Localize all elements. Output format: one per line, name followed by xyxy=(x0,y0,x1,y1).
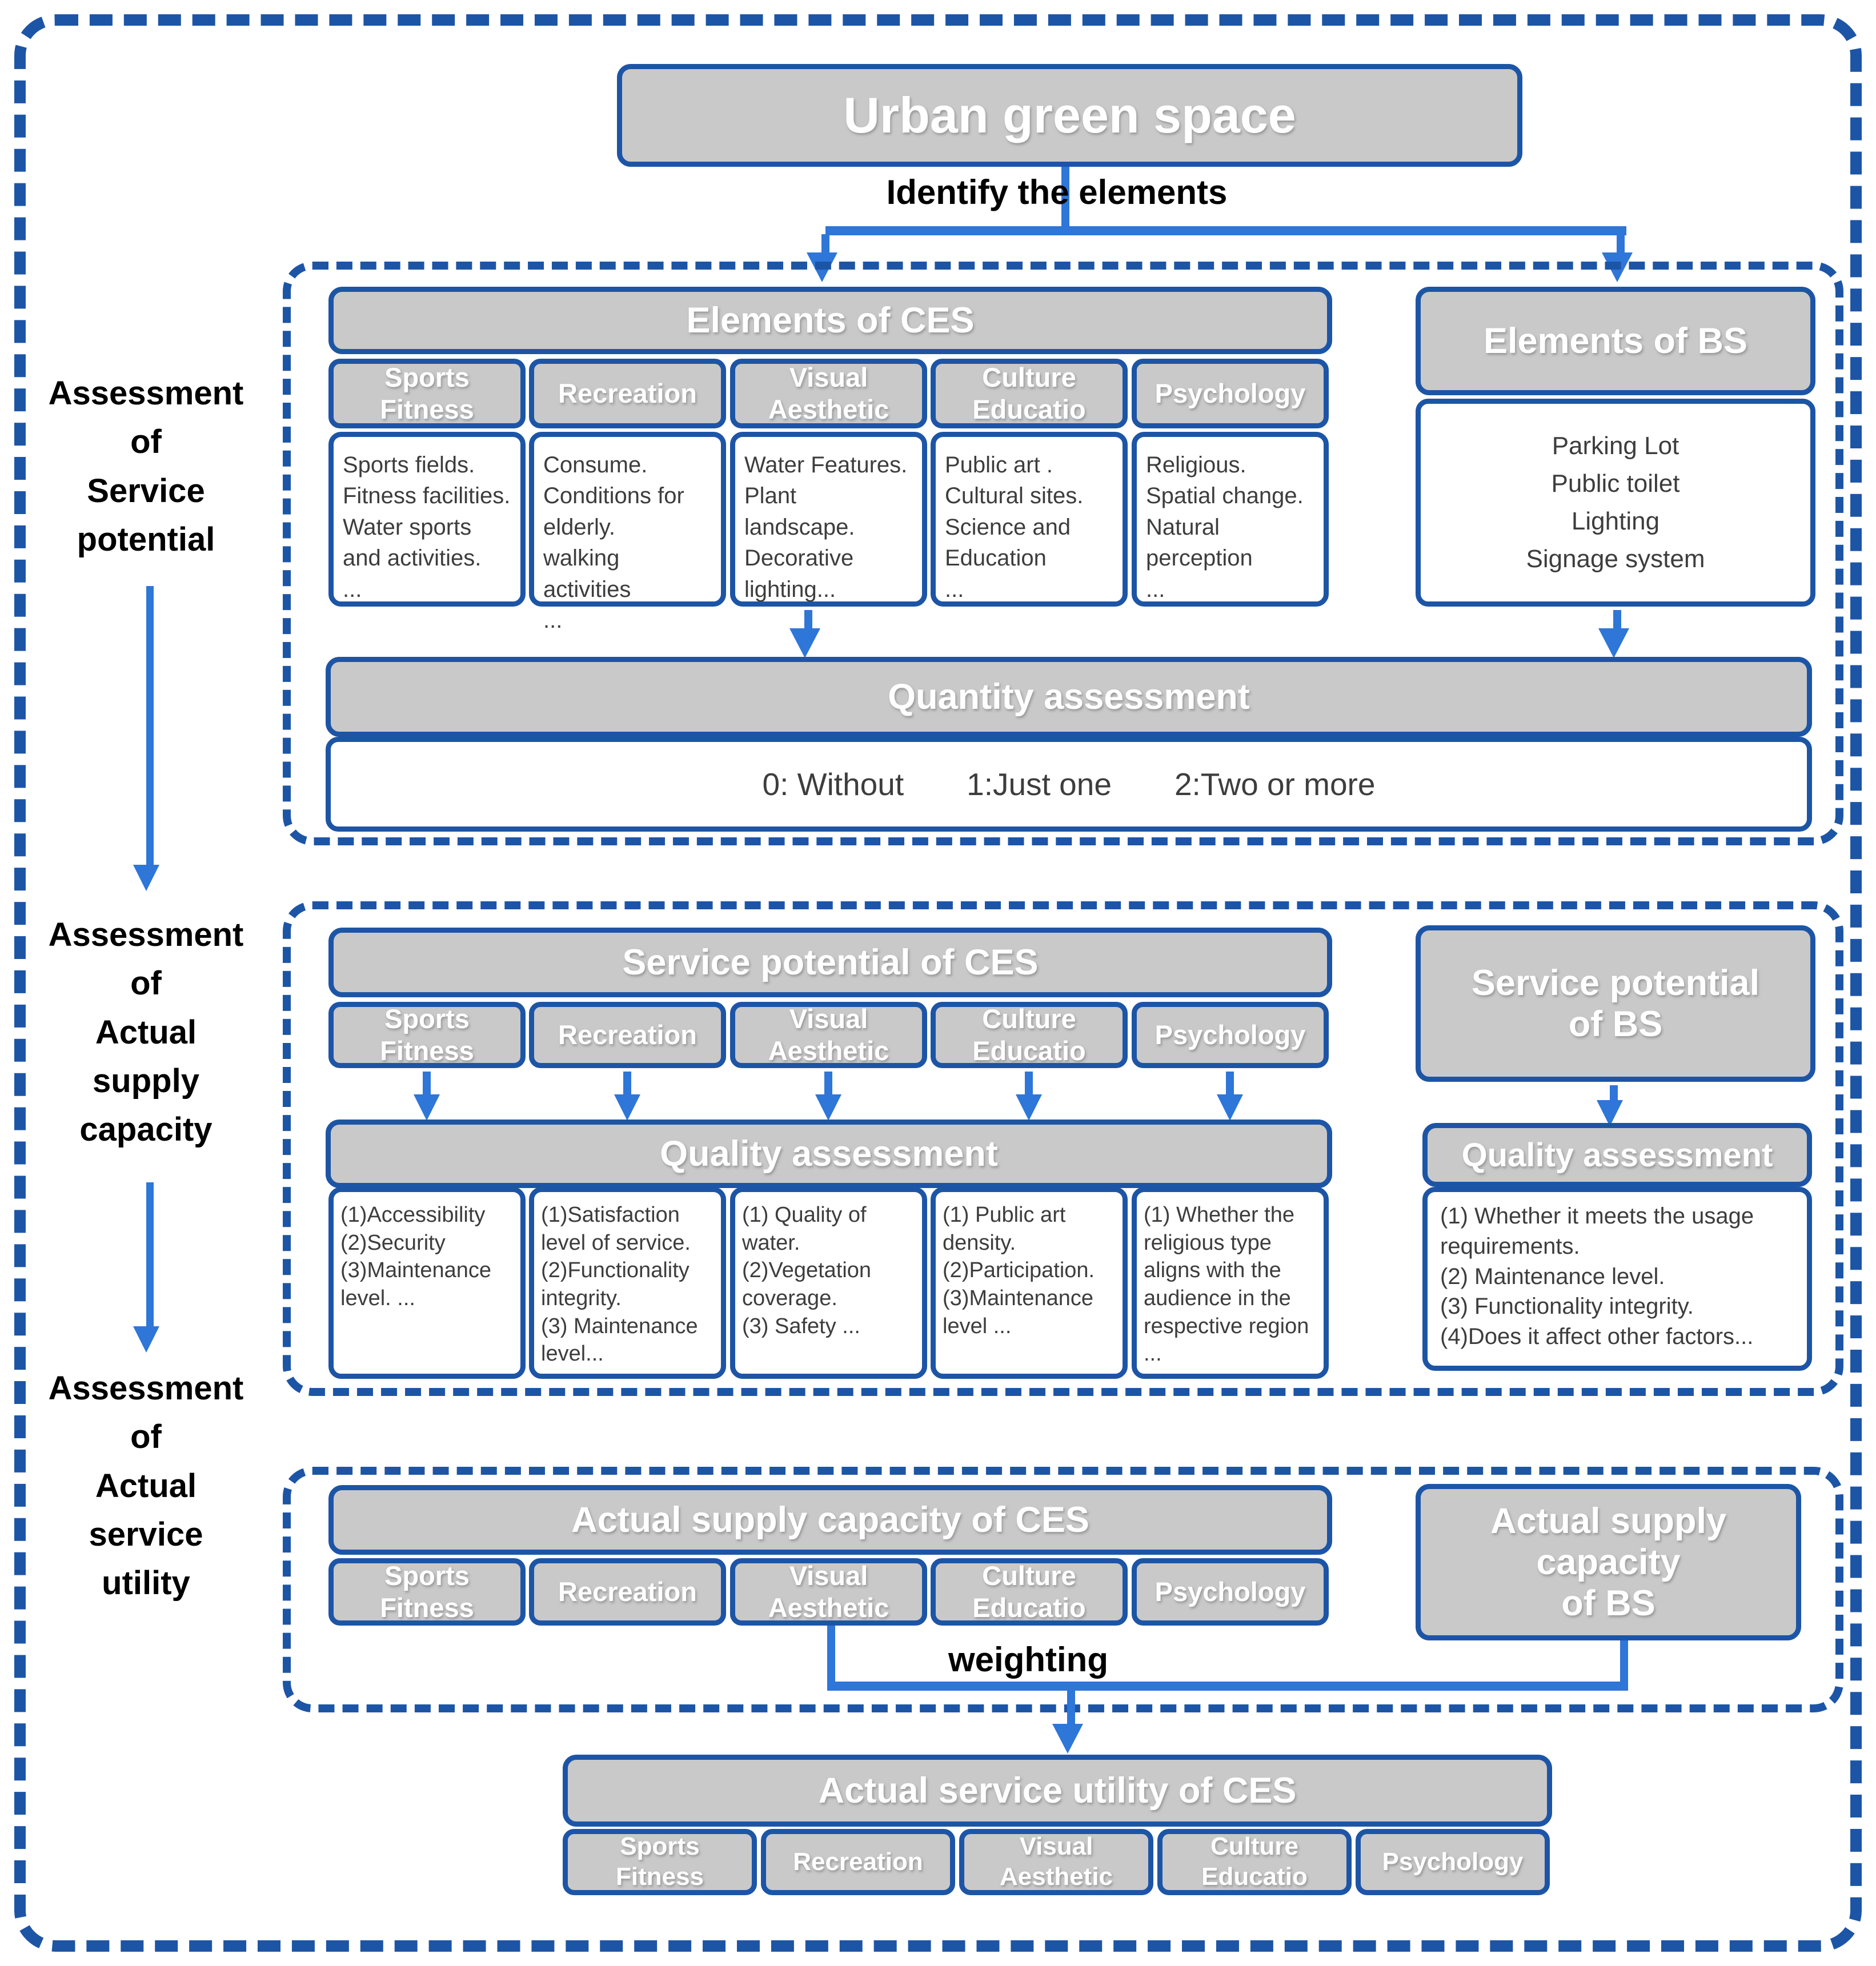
arrow-down-icon-cat4-to-quality xyxy=(1016,1094,1042,1121)
actual-utility-ces-header: Actual service utility of CES xyxy=(563,1755,1552,1827)
elements-ces-detail-recreation: Consume. Conditions for elderly. walking… xyxy=(529,432,726,633)
connector-line-cat2-to-quality xyxy=(623,1072,631,1096)
connector-line-bs-to-quantity xyxy=(1613,610,1621,629)
arrow-down-icon-stage-1-2 xyxy=(133,865,159,891)
connector-line-ces-to-quantity xyxy=(804,610,812,629)
section-supply-capacity-dashed-box xyxy=(283,901,1843,1396)
outer-dashed-border xyxy=(14,14,1862,1952)
quantity-assessment-scale: 0: Without 1:Just one 2:Two or more xyxy=(326,737,1812,832)
connector-line-bs-potential-to-quality xyxy=(1610,1085,1618,1101)
potential-ces-cat-psychology: Psychology xyxy=(1132,1002,1329,1068)
quality-bs-detail: (1) Whether it meets the usage requireme… xyxy=(1422,1187,1812,1371)
elements-ces-cat-recreation: Recreation xyxy=(529,359,726,428)
potential-ces-cat-recreation: Recreation xyxy=(529,1002,726,1068)
arrow-down-icon-ces-to-quantity xyxy=(789,628,820,658)
quantity-assessment-header: Quantity assessment xyxy=(326,657,1812,737)
supply-ces-cat-recreation: Recreation xyxy=(529,1558,726,1626)
utility-ces-cat-psychology: Psychology xyxy=(1356,1829,1550,1895)
potential-ces-cat-sports-fitness: Sports Fitness xyxy=(328,1002,526,1068)
quantity-scale-2: 2:Two or more xyxy=(1174,767,1376,802)
supply-ces-cat-visual-aesthetic: Visual Aesthetic xyxy=(730,1558,927,1626)
arrow-down-icon-cat2-to-quality xyxy=(614,1094,640,1121)
actual-supply-ces-header: Actual supply capacity of CES xyxy=(328,1485,1332,1555)
quality-ces-detail-recreation: (1)Satisfaction level of service. (2)Fun… xyxy=(529,1187,726,1379)
supply-ces-cat-psychology: Psychology xyxy=(1132,1558,1329,1626)
quality-ces-detail-culture-educatio: (1) Public art density. (2)Participation… xyxy=(931,1187,1128,1379)
connector-line-cat1-to-quality xyxy=(423,1072,431,1096)
connector-line-left-branch xyxy=(821,234,829,254)
arrow-down-icon-cat1-to-quality xyxy=(414,1094,440,1121)
connector-line-stage-1-2 xyxy=(146,586,154,868)
stage-label-supply-capacity: Assessment of Actual supply capacity xyxy=(48,916,244,1148)
connector-line-title-down xyxy=(1061,167,1069,228)
page-title-urban-green-space: Urban green space xyxy=(617,64,1522,167)
stage-label-service-potential: Assessment of Service potential xyxy=(48,375,244,558)
quality-ces-detail-visual-aesthetic: (1) Quality of water. (2)Vegetation cove… xyxy=(730,1187,927,1379)
arrow-down-icon-stage-2-3 xyxy=(133,1326,159,1353)
utility-ces-cat-culture-educatio: Culture Educatio xyxy=(1157,1829,1352,1895)
elements-of-bs-detail: Parking Lot Public toilet Lighting Signa… xyxy=(1416,399,1815,607)
supply-ces-cat-culture-educatio: Culture Educatio xyxy=(931,1558,1128,1626)
elements-ces-cat-culture-educatio: Culture Educatio xyxy=(931,359,1128,428)
elements-ces-cat-visual-aesthetic: Visual Aesthetic xyxy=(730,359,927,428)
connector-line-cat4-to-quality xyxy=(1025,1072,1033,1096)
elements-ces-cat-sports-fitness: Sports Fitness xyxy=(328,359,526,428)
section-service-utility-dashed-box xyxy=(283,1467,1843,1712)
elements-of-bs-header: Elements of BS xyxy=(1416,287,1815,395)
section-service-potential-dashed-box xyxy=(283,262,1843,845)
arrow-down-icon-weighting xyxy=(1052,1724,1083,1754)
potential-ces-cat-culture-educatio: Culture Educatio xyxy=(931,1002,1128,1068)
connector-line-right-branch xyxy=(1617,234,1625,254)
service-potential-bs-header: Service potential of BS xyxy=(1416,925,1815,1082)
quantity-scale-0: 0: Without xyxy=(762,767,904,802)
connector-line-weighting-down xyxy=(1067,1691,1075,1726)
arrow-down-icon-cat5-to-quality xyxy=(1217,1094,1243,1121)
connector-line-supply-bs-down xyxy=(1620,1640,1628,1684)
elements-of-ces-header: Elements of CES xyxy=(328,287,1332,354)
utility-ces-cat-recreation: Recreation xyxy=(761,1829,955,1895)
quality-assessment-bs-header: Quality assessment xyxy=(1422,1123,1812,1187)
connector-line-supply-ces-down xyxy=(827,1626,835,1691)
elements-ces-detail-sports-fitness: Sports fields. Fitness facilities. Water… xyxy=(328,432,526,607)
quality-ces-detail-psychology: (1) Whether the religious type aligns wi… xyxy=(1132,1187,1329,1379)
utility-ces-cat-sports-fitness: Sports Fitness xyxy=(563,1829,757,1895)
connector-label-identify: Identify the elements xyxy=(886,172,1228,211)
connector-line-split-horizontal xyxy=(825,226,1626,235)
elements-ces-detail-psychology: Religious. Spatial change. Natural perce… xyxy=(1132,432,1329,607)
elements-ces-cat-psychology: Psychology xyxy=(1132,359,1329,428)
utility-ces-cat-visual-aesthetic: Visual Aesthetic xyxy=(959,1829,1153,1895)
supply-ces-cat-sports-fitness: Sports Fitness xyxy=(328,1558,526,1626)
quality-assessment-ces-header: Quality assessment xyxy=(326,1120,1332,1188)
stage-label-service-utility: Assessment of Actual service utility xyxy=(48,1370,244,1602)
actual-supply-bs-header: Actual supply capacity of BS xyxy=(1416,1484,1801,1640)
elements-ces-detail-visual-aesthetic: Water Features. Plant landscape. Decorat… xyxy=(730,432,927,607)
connector-line-stage-2-3 xyxy=(146,1182,154,1330)
potential-ces-cat-visual-aesthetic: Visual Aesthetic xyxy=(730,1002,927,1068)
arrow-down-icon-bs-potential-to-quality xyxy=(1597,1100,1623,1126)
service-potential-ces-header: Service potential of CES xyxy=(328,928,1332,997)
connector-line-weighting-merge xyxy=(827,1682,1628,1691)
quality-ces-detail-sports-fitness: (1)Accessibility (2)Security (3)Maintena… xyxy=(328,1187,526,1379)
quantity-scale-1: 1:Just one xyxy=(967,767,1112,802)
arrow-down-icon-cat3-to-quality xyxy=(815,1094,841,1121)
elements-ces-detail-culture-educatio: Public art . Cultural sites. Science and… xyxy=(931,432,1128,607)
connector-line-cat3-to-quality xyxy=(824,1072,832,1096)
connector-line-cat5-to-quality xyxy=(1226,1072,1234,1096)
arrow-down-icon-bs-to-quantity xyxy=(1598,628,1629,658)
connector-label-weighting: weighting xyxy=(948,1640,1108,1679)
